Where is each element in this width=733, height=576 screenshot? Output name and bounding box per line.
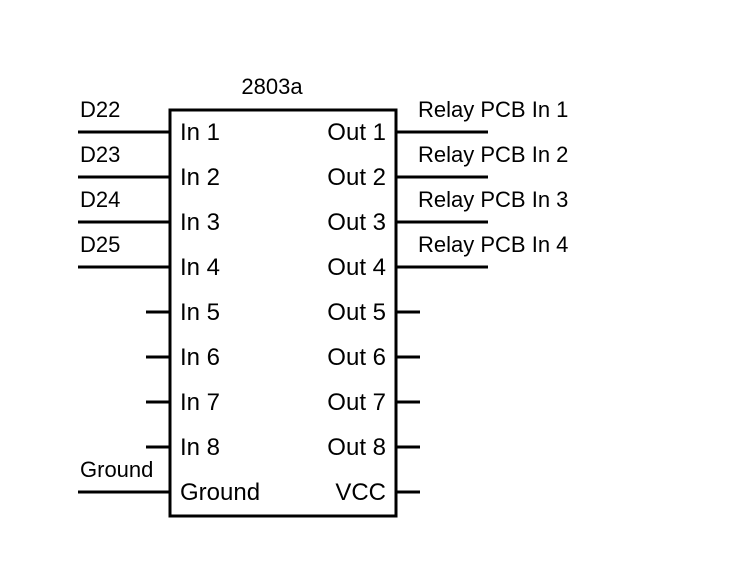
pin-label-ground: Ground	[180, 479, 260, 506]
pin-label-out-7: Out 7	[327, 389, 386, 416]
net-label-relay-pcb-in-3: Relay PCB In 3	[418, 187, 568, 212]
pin-label-in-1: In 1	[180, 119, 220, 146]
net-label-relay-pcb-in-2: Relay PCB In 2	[418, 142, 568, 167]
pin-label-out-1: Out 1	[327, 119, 386, 146]
right-pin-group: Out 1 Relay PCB In 1 Out 2 Relay PCB In 2 Ou…	[327, 97, 568, 506]
net-label-d22: D22	[80, 97, 120, 122]
pin-label-out-2: Out 2	[327, 164, 386, 191]
net-label-relay-pcb-in-4: Relay PCB In 4	[418, 232, 568, 257]
net-label-d24: D24	[80, 187, 120, 212]
pin-label-out-3: Out 3	[327, 209, 386, 236]
net-label-d25: D25	[80, 232, 120, 257]
pin-label-in-6: In 6	[180, 344, 220, 371]
net-label-d23: D23	[80, 142, 120, 167]
pin-label-in-7: In 7	[180, 389, 220, 416]
net-label-relay-pcb-in-1: Relay PCB In 1	[418, 97, 568, 122]
left-pin-group: In 1 D22 In 2 D23 In 3 D24 In 4 D25 In 5 In 6 In 7…	[78, 97, 260, 506]
pin-label-out-5: Out 5	[327, 299, 386, 326]
pin-label-in-8: In 8	[180, 434, 220, 461]
pin-label-out-4: Out 4	[327, 254, 386, 281]
pin-label-in-3: In 3	[180, 209, 220, 236]
chip-name: 2803a	[241, 74, 303, 99]
pin-label-out-8: Out 8	[327, 434, 386, 461]
pin-label-in-5: In 5	[180, 299, 220, 326]
pin-label-in-4: In 4	[180, 254, 220, 281]
pin-label-in-2: In 2	[180, 164, 220, 191]
net-label-ground: Ground	[80, 457, 153, 482]
pin-label-out-6: Out 6	[327, 344, 386, 371]
pin-label-vcc: VCC	[335, 479, 386, 506]
